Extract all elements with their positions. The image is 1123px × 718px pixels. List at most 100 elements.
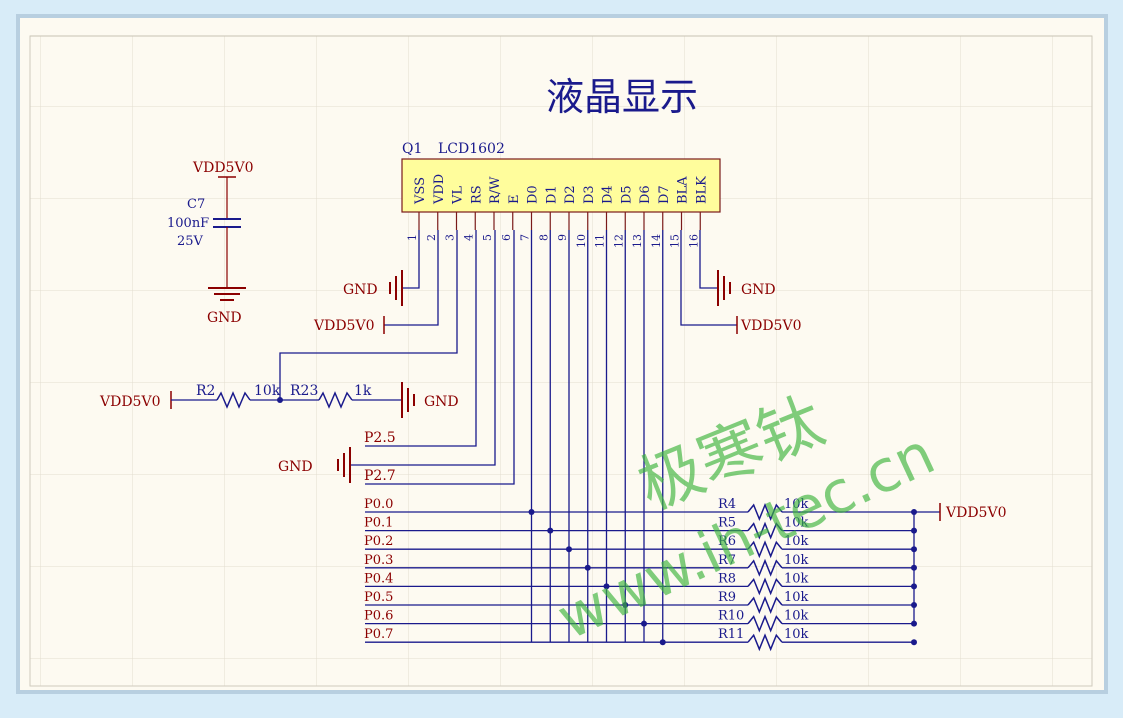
lcd-pin-number: 4 (462, 234, 475, 241)
lcd-pin-name: VL (451, 186, 466, 205)
data-net-label: P0.7 (364, 627, 393, 642)
lcd-pin-number: 11 (594, 234, 607, 248)
vl-wire (279, 230, 458, 400)
rs-net-label: P2.5 (364, 430, 396, 446)
data-junction (584, 564, 591, 571)
blk-gnd-label: GND (741, 282, 776, 298)
pullup-value: 10k (784, 627, 809, 642)
cap-designator: C7 (187, 197, 205, 212)
lcd-pins: VSS1VDD2VL3RS4R/W5E6D07D18D29D310D411D51… (406, 174, 709, 248)
lcd-pin-number: 12 (612, 234, 625, 248)
pullup-designator: R5 (718, 516, 736, 531)
lcd-body[interactable] (401, 158, 721, 213)
schematic-title: 液晶显示 (546, 75, 698, 119)
vss-gnd: GND (343, 230, 420, 306)
lcd-designator: Q1 (402, 141, 422, 157)
data-net-label: P0.4 (364, 571, 393, 586)
pullup-net-label: VDD5V0 (945, 505, 1006, 521)
r2-value: 10k (254, 383, 281, 399)
backlight-supply: GND VDD5V0 (680, 230, 801, 334)
cap-voltage: 25V (177, 234, 204, 249)
pullup-rail: VDD5V0 (913, 503, 1006, 624)
pullup-designator: R4 (718, 497, 736, 512)
lcd-pin-number: 14 (650, 234, 663, 248)
lcd-pin-number: 13 (631, 234, 644, 248)
r23-designator: R23 (290, 383, 318, 399)
pullup-designator: R10 (718, 609, 744, 624)
data-junction (528, 509, 535, 515)
pullup-value: 10k (784, 553, 809, 568)
cap-value: 100nF (167, 216, 209, 231)
bla-net-label: VDD5V0 (740, 318, 801, 334)
r23-gnd-label: GND (424, 394, 459, 410)
r2-left-net-label: VDD5V0 (99, 394, 160, 410)
pullup-value: 10k (784, 590, 809, 605)
lcd-pin-number: 2 (425, 234, 438, 241)
lcd-pin-number: 9 (556, 234, 569, 241)
r23-value: 1k (354, 383, 372, 399)
pullup-designator: R9 (718, 590, 736, 605)
lcd-part-name: LCD1602 (438, 141, 505, 157)
pullup-designator: R7 (718, 553, 736, 568)
rw-gnd-label: GND (278, 459, 313, 475)
data-net-label: P0.6 (364, 609, 393, 624)
lcd-pin-name: VDD (432, 174, 447, 205)
pullup-designator: R6 (718, 534, 736, 549)
lcd-pin-number: 7 (519, 234, 532, 241)
cap-top-net-label: VDD5V0 (192, 160, 253, 176)
lcd-pin-name: D3 (582, 185, 597, 204)
control-lines: P2.5 GND P2.7 (278, 230, 515, 485)
sheet-grid (29, 35, 1093, 687)
pullup-designator: R11 (718, 627, 744, 642)
lcd-pin-number: 1 (406, 234, 419, 241)
lcd-pin-name: D6 (638, 185, 653, 204)
pullup-resistor[interactable] (747, 596, 783, 614)
lcd-pin-number: 15 (669, 234, 682, 248)
rail-junction (911, 639, 917, 646)
pullup-resistor[interactable] (747, 558, 783, 577)
vdd-supply: VDD5V0 (313, 230, 439, 334)
pullup-resistor[interactable] (747, 540, 783, 559)
data-net-label: P0.1 (364, 516, 393, 531)
data-net-label: P0.2 (364, 534, 393, 549)
lcd-pin-name: D0 (526, 185, 541, 204)
lcd-pin-name: VSS (413, 177, 428, 205)
data-junction (641, 620, 647, 627)
pullup-designator: R8 (718, 571, 736, 586)
lcd-pin-name: D7 (657, 185, 672, 204)
contrast-divider[interactable]: VDD5V0 R2 10k R23 1k GND (99, 382, 459, 418)
lcd-pin-name: BLK (694, 176, 709, 204)
data-net-label: P0.3 (364, 553, 393, 568)
lcd-pin-number: 10 (575, 234, 588, 248)
data-net-label: P0.5 (364, 590, 393, 605)
lcd-pin-name: D1 (544, 185, 559, 204)
cap-gnd-label: GND (207, 310, 242, 326)
vdd-net-label: VDD5V0 (313, 318, 374, 334)
lcd-pin-number: 5 (481, 234, 494, 241)
e-net-label: P2.7 (364, 468, 396, 484)
data-junction (547, 527, 554, 534)
lcd-pin-name: D5 (619, 185, 634, 204)
data-junction (566, 546, 572, 553)
lcd-pin-name: D4 (601, 185, 616, 204)
lcd-pin-number: 3 (444, 234, 457, 241)
pullup-resistor[interactable] (747, 521, 783, 540)
pullup-resistor[interactable] (747, 503, 783, 521)
r2-resistor (216, 391, 251, 409)
pullup-value: 10k (784, 534, 809, 549)
lcd-pin-name: R/W (488, 176, 503, 204)
lcd-pin-name: D2 (563, 185, 578, 204)
data-net-label: P0.0 (364, 497, 393, 512)
r2-designator: R2 (196, 383, 215, 399)
lcd-pin-name: BLA (676, 176, 691, 204)
pullup-resistor[interactable] (747, 633, 783, 652)
capacitor-c7[interactable]: VDD5V0 C7 100nF 25V GND (167, 160, 253, 326)
lcd-pin-number: 8 (537, 234, 550, 241)
pullup-resistor[interactable] (747, 614, 783, 633)
pullup-resistor[interactable] (747, 577, 783, 596)
vss-gnd-label: GND (343, 282, 378, 298)
lcd-pin-number: 6 (500, 234, 513, 241)
